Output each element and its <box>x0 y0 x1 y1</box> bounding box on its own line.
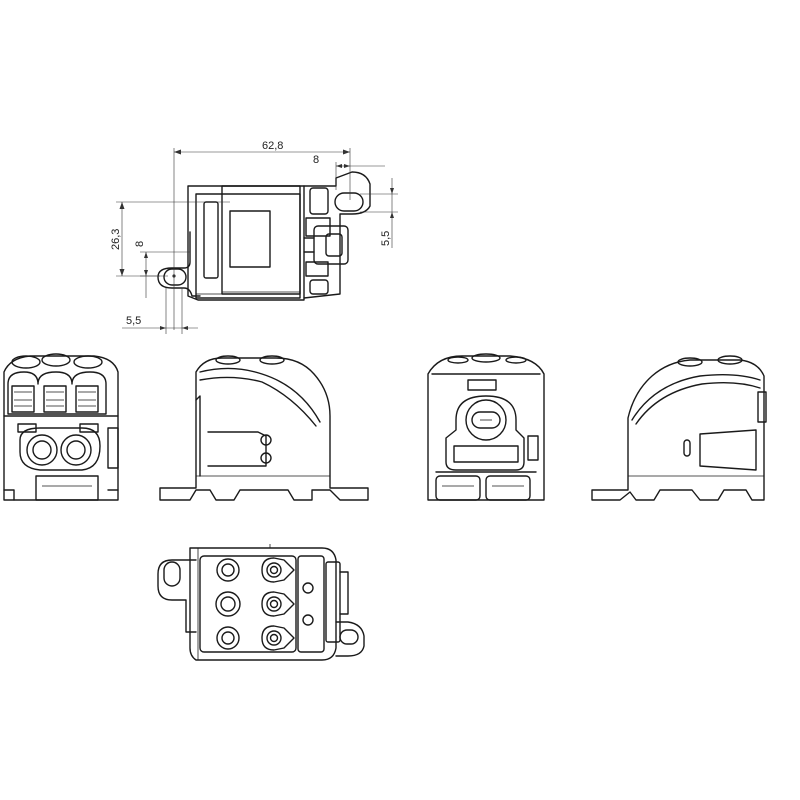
side-view-right <box>159 355 369 501</box>
dim-hole-left: 5,5 <box>126 315 141 327</box>
dim-tab-offset-left: 8 <box>134 241 146 247</box>
side-view-left <box>591 355 767 501</box>
top-view <box>116 148 398 334</box>
dim-tab-offset-top: 8 <box>313 154 319 166</box>
front-view <box>3 353 119 501</box>
rear-view <box>427 353 545 501</box>
dim-height-hole: 26,3 <box>110 229 122 250</box>
bottom-view <box>157 544 365 661</box>
dim-width-overall: 62,8 <box>262 140 283 152</box>
dim-hole-right: 5,5 <box>380 231 392 246</box>
